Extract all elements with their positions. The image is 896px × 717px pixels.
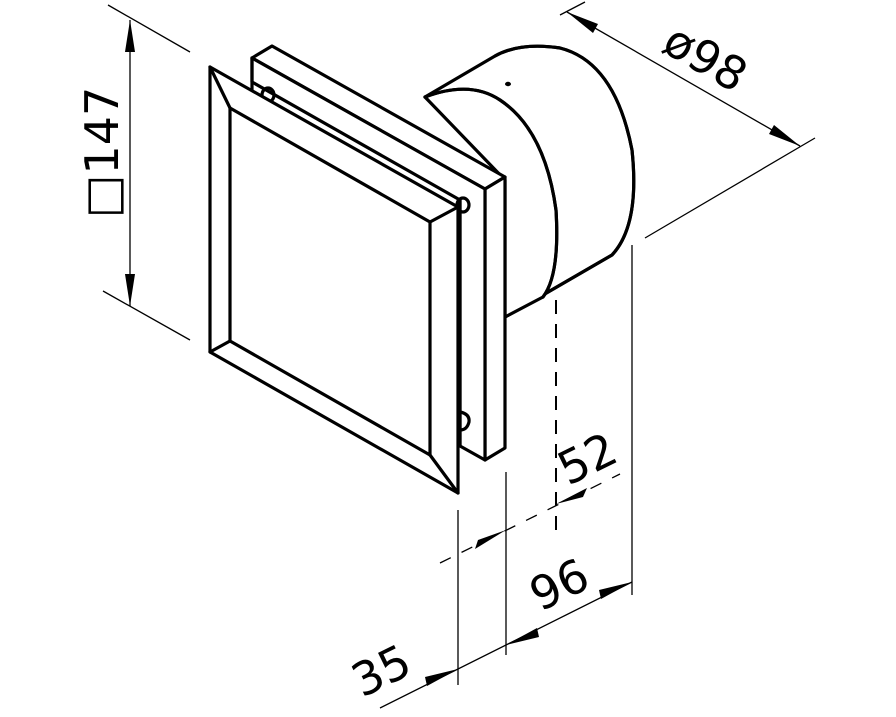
mounting-hole-bottom-right	[458, 410, 471, 432]
dimension-label-panel-size: □147	[75, 87, 129, 218]
dimension-label-duct-diameter: ø98	[655, 13, 757, 103]
dimension-label-spigot-length: 52	[549, 422, 625, 496]
mounting-plate	[250, 44, 507, 462]
dimension-panel-size: □147	[75, 4, 191, 341]
screw-hole-dot	[505, 81, 511, 87]
dimension-label-body-depth: 96	[521, 548, 597, 622]
dimension-label-panel-depth: 35	[343, 634, 419, 708]
front-panel	[208, 65, 460, 495]
